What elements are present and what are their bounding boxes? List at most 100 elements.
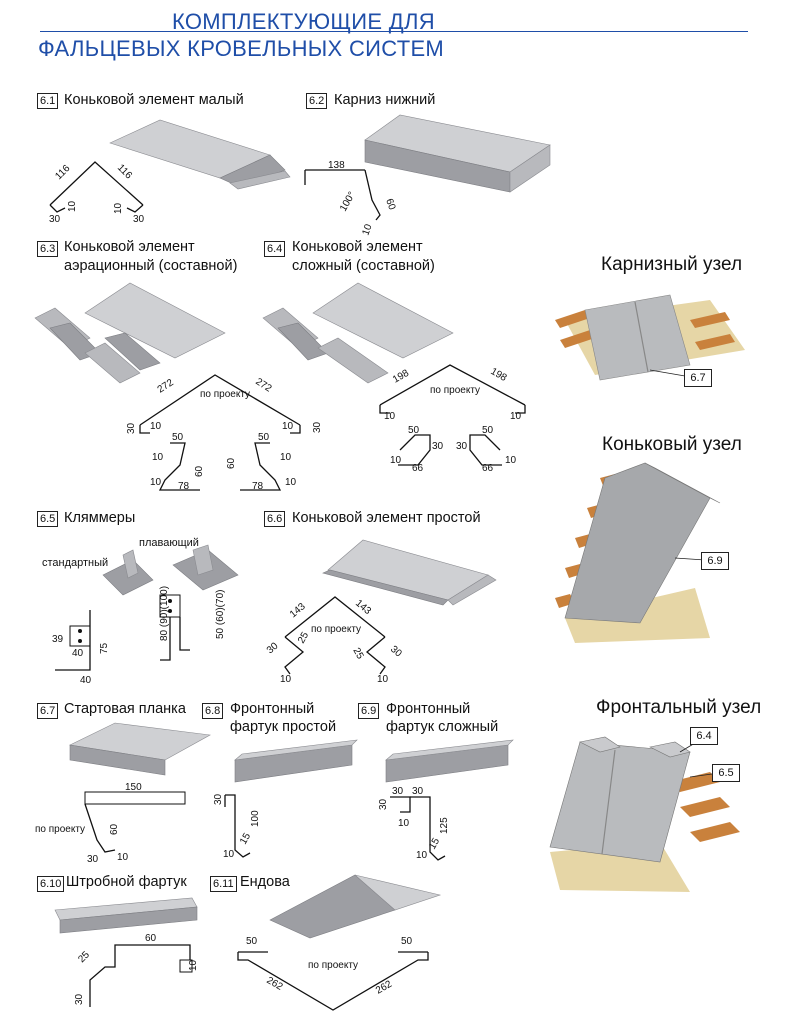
dim-label: 10 (416, 850, 428, 861)
valley-product-image (269, 874, 442, 939)
ridge-simple-product-image (322, 539, 497, 606)
dim-label: 10 (280, 452, 292, 463)
dim-label: 78 (178, 481, 190, 492)
dim-label: 50 (401, 936, 413, 947)
dim-label: 30 (456, 441, 468, 452)
dim-label: 10 (510, 411, 522, 422)
item-title-line1: Фронтонный (386, 701, 471, 717)
dim-label: 30 (74, 993, 85, 1005)
item-number: 6.11 (210, 876, 237, 892)
front-node-title: Фронтальный узел (596, 697, 762, 718)
callout-6-9: 6.9 (701, 552, 729, 570)
dim-label: по проекту (430, 385, 480, 396)
gable-complex-profile-drawing: 30 30 30 10 125 15 10 (378, 786, 450, 861)
dim-label: 10 (285, 477, 297, 488)
dim-label: 40 (80, 675, 92, 686)
starter-strip-profile-drawing: 150 по проекту 60 30 10 (35, 782, 186, 865)
dim-label: 10 (152, 452, 164, 463)
dim-label: 10 (360, 222, 374, 237)
dim-label: 10 (398, 818, 410, 829)
item-number: 6.4 (264, 241, 286, 257)
dim-label: 60 (145, 933, 157, 944)
dim-label: 50 (246, 936, 258, 947)
dim-label: 10 (377, 674, 389, 685)
dim-label: 50 (408, 425, 420, 436)
callout-6-7: 6.7 (684, 369, 712, 387)
dim-label: 10 (150, 477, 162, 488)
dim-label: 30 (265, 640, 281, 656)
dim-label: 262 (374, 979, 394, 997)
gable-simple-product-image (234, 739, 358, 783)
item-title: Стартовая планка (64, 701, 186, 717)
dim-label: 60 (383, 197, 397, 212)
dim-label: 198 (391, 368, 411, 386)
ridge-node-title: Коньковый узел (602, 434, 742, 455)
dim-label: 30 (87, 854, 99, 865)
item-number: 6.3 (37, 241, 59, 257)
item-title-line2: фартук простой (230, 719, 337, 735)
dim-label: 78 (252, 481, 264, 492)
item-title-line1: Фронтонный (230, 701, 315, 717)
item-number: 6.10 (37, 876, 65, 892)
dim-label: 25 (76, 949, 92, 965)
dim-label: 66 (412, 463, 424, 474)
dim-label: 10 (282, 421, 294, 432)
clamps-product-image (102, 544, 239, 596)
dim-label: 60 (109, 823, 120, 835)
dim-label: 30 (312, 421, 323, 433)
item-number: 6.8 (202, 703, 224, 719)
dim-label: 39 (52, 634, 64, 645)
dim-label: 75 (99, 642, 110, 654)
chase-flashing-profile-drawing: 25 60 30 10 (74, 933, 199, 1007)
item-title-line2: фартук сложный (386, 719, 499, 735)
item-title: Ендова (240, 874, 290, 890)
eave-lower-product-image (364, 114, 551, 193)
dim-label: 80 (90)(100) (159, 586, 170, 641)
dim-label: 262 (265, 975, 285, 993)
eave-lower-profile-drawing: 138 60 100° 10 (304, 160, 397, 237)
item-title: Штробной фартук (66, 874, 187, 890)
eave-node-image (555, 294, 745, 381)
header-rule (40, 31, 748, 32)
item-title-line2: сложный (составной) (292, 258, 435, 274)
dim-label: 116 (53, 163, 72, 182)
dim-label: 10 (150, 421, 162, 432)
dim-label: 30 (133, 214, 145, 225)
gable-complex-product-image (385, 739, 514, 783)
item-title-line1: Коньковой элемент (64, 239, 195, 255)
dim-label: 30 (388, 644, 404, 660)
ridge-aeration-product-image (34, 282, 226, 384)
dim-label: 60 (226, 457, 237, 469)
dim-label: 50 (258, 432, 270, 443)
dim-label: по проекту (35, 824, 85, 835)
item-title: Кляммеры (64, 510, 136, 526)
valley-profile-drawing: 50 50 по проекту 262 262 (237, 936, 429, 1011)
dim-label: 150 (125, 782, 142, 793)
dim-label: 15 (238, 831, 253, 847)
dim-label: 50 (60)(70) (215, 590, 226, 639)
dim-label: по проекту (311, 624, 361, 635)
header-title-line2: ФАЛЬЦЕВЫХ КРОВЕЛЬНЫХ СИСТЕМ (38, 36, 445, 61)
clamps-drawings: 39 40 40 75 80 (90)(100) 50 (60)(70) (52, 586, 226, 686)
dim-label: 25 (350, 646, 365, 662)
item-number: 6.6 (264, 511, 286, 527)
dim-label: 30 (378, 798, 389, 810)
dim-label: 30 (432, 441, 444, 452)
ridge-small-product-image (109, 119, 291, 190)
ridge-node-image (555, 462, 721, 643)
dim-label: 10 (223, 849, 235, 860)
ridge-complex-product-image (262, 282, 454, 384)
item-title-line1: Коньковой элемент (292, 239, 423, 255)
item-number: 6.7 (37, 703, 59, 719)
gable-simple-profile-drawing: 30 100 15 10 (213, 793, 261, 860)
dim-label: 10 (390, 455, 402, 466)
dim-label: 10 (505, 455, 517, 466)
dim-label: 30 (126, 422, 137, 434)
item-number: 6.9 (358, 703, 380, 719)
dim-label: 10 (188, 959, 199, 971)
dim-label: 50 (482, 425, 494, 436)
ridge-simple-profile-drawing: 143 143 по проекту 30 25 10 25 30 10 (265, 596, 404, 685)
dim-label: 30 (49, 214, 61, 225)
starter-strip-product-image (69, 722, 211, 776)
dim-label: 10 (67, 200, 78, 212)
